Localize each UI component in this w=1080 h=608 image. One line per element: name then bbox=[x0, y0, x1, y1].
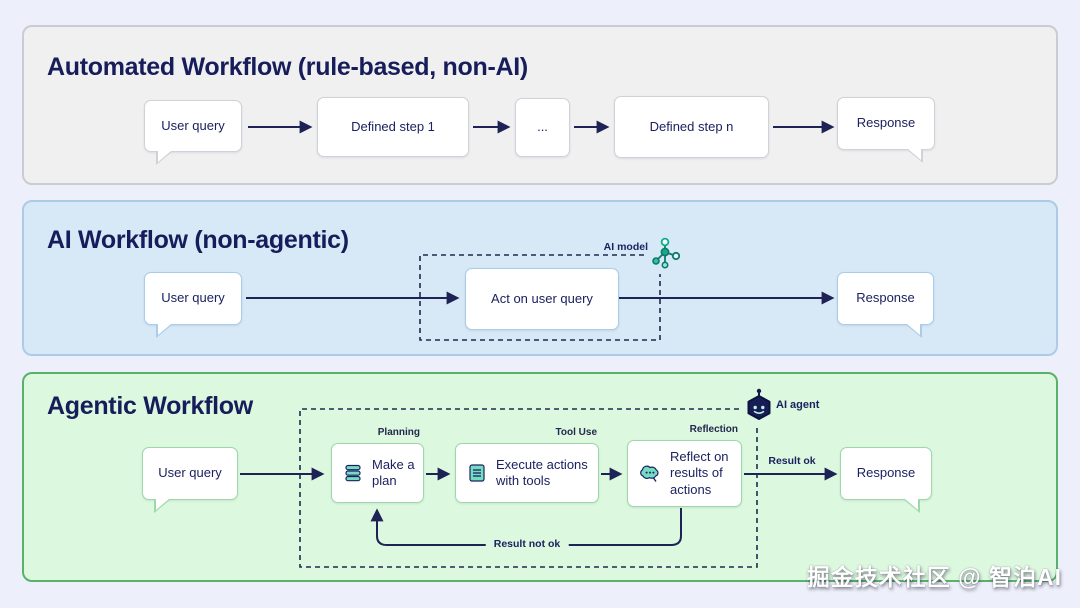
watermark: 掘金技术社区 @ 智泊AI bbox=[806, 564, 1062, 590]
thought-bubble-icon bbox=[639, 463, 661, 485]
node-user-query: User query bbox=[142, 447, 238, 513]
node-user-query: User query bbox=[144, 272, 242, 338]
robot-icon bbox=[742, 386, 776, 433]
node-make-a-plan: Make a plan bbox=[331, 443, 424, 503]
stacked-list-icon bbox=[343, 463, 363, 483]
molecule-icon bbox=[647, 236, 685, 281]
node-response: Response bbox=[840, 447, 932, 513]
node-response: Response bbox=[837, 272, 934, 338]
node-defined-step-n: Defined step n bbox=[614, 96, 769, 158]
node-act-on-user-query: Act on user query bbox=[465, 268, 619, 330]
node-user-query: User query bbox=[144, 100, 242, 165]
panel-agentic-workflow: Agentic Workflow User query Planning Mak… bbox=[22, 372, 1058, 582]
panel-title: Automated Workflow (rule-based, non-AI) bbox=[47, 53, 528, 81]
edge-label-result-ok: Result ok bbox=[768, 455, 816, 467]
ai-model-label: AI model bbox=[603, 241, 648, 253]
node-ellipsis: ... bbox=[515, 98, 570, 157]
document-icon bbox=[467, 463, 487, 483]
node-reflect: Reflect on results of actions bbox=[627, 440, 742, 507]
edge-label-result-not-ok: Result not ok bbox=[485, 538, 569, 550]
stage-label-planning: Planning bbox=[377, 427, 420, 438]
node-response: Response bbox=[837, 97, 935, 163]
panel-ai-workflow: AI Workflow (non-agentic) User query Act… bbox=[22, 200, 1058, 356]
panel-title: Agentic Workflow bbox=[47, 392, 253, 420]
panel-title: AI Workflow (non-agentic) bbox=[47, 226, 349, 254]
node-defined-step-1: Defined step 1 bbox=[317, 97, 469, 157]
ai-agent-label: AI agent bbox=[776, 399, 820, 411]
node-execute-actions: Execute actions with tools bbox=[455, 443, 599, 503]
stage-label-tool-use: Tool Use bbox=[555, 427, 597, 438]
stage-label-reflection: Reflection bbox=[689, 424, 738, 435]
panel-automated-workflow: Automated Workflow (rule-based, non-AI) … bbox=[22, 25, 1058, 185]
